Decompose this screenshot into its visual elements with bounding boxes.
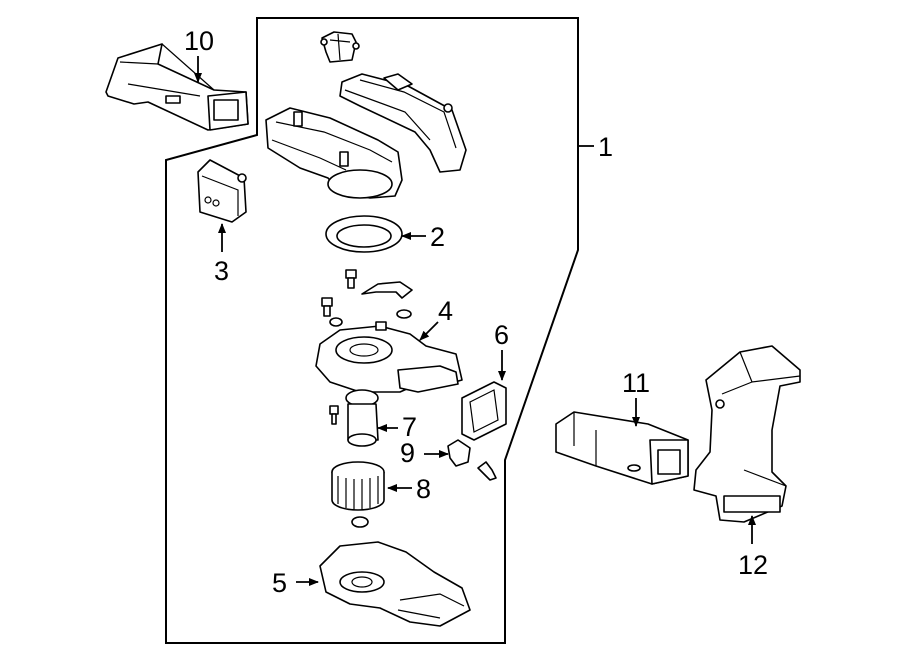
part-10-duct bbox=[105, 43, 249, 131]
part-12-floor-duct bbox=[693, 345, 801, 523]
part-7-resistor bbox=[329, 389, 379, 447]
callout-1: 1 bbox=[598, 132, 613, 162]
callout-6: 6 bbox=[494, 320, 509, 350]
callout-5: 5 bbox=[272, 568, 287, 598]
callout-10: 10 bbox=[184, 26, 214, 56]
part-5-lower-case bbox=[319, 541, 471, 627]
callout-2: 2 bbox=[430, 222, 445, 252]
upper-duct bbox=[339, 73, 467, 173]
callout-7: 7 bbox=[402, 412, 417, 442]
assembly-boundary bbox=[165, 17, 579, 644]
part-8-blower-wheel bbox=[331, 461, 385, 528]
callout-12: 12 bbox=[738, 550, 768, 580]
leader-4 bbox=[419, 321, 439, 341]
fastener-hardware bbox=[321, 269, 413, 327]
part-9-connector bbox=[447, 439, 497, 481]
part-11-duct bbox=[555, 411, 689, 485]
callout-8: 8 bbox=[416, 474, 431, 504]
part-4-blower-housing bbox=[315, 321, 463, 393]
part-6-filter bbox=[461, 381, 507, 441]
callout-11: 11 bbox=[622, 368, 650, 398]
part-3-actuator bbox=[197, 159, 247, 223]
callout-4: 4 bbox=[438, 296, 453, 326]
part-2-seal-ring bbox=[325, 215, 403, 253]
connector-clip bbox=[320, 31, 360, 63]
callout-3: 3 bbox=[214, 256, 229, 286]
blower-upper-case bbox=[265, 107, 403, 199]
callout-9: 9 bbox=[400, 438, 415, 468]
